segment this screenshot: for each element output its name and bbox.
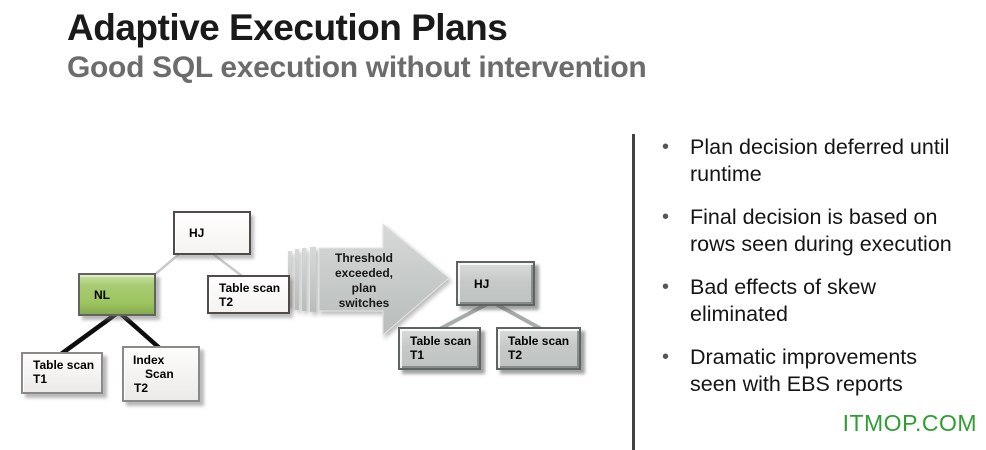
bullet-item: • Bad effects of skew eliminated (662, 274, 974, 327)
slide-subtitle: Good SQL execution without intervention (67, 51, 647, 84)
bullet-text: Bad effects of skew eliminated (690, 275, 877, 326)
bullet-item: • Final decision is based on rows seen d… (662, 204, 974, 257)
plan-node-indexscan-t2: Index Scan T2 (122, 346, 200, 402)
arrow-label-line: plan (351, 281, 377, 295)
bullet-text: Plan decision deferred until runtime (690, 135, 950, 186)
arrow-tail-stripe (288, 251, 292, 308)
bullet-item: • Plan decision deferred until runtime (662, 134, 974, 187)
arrow-body (318, 222, 450, 337)
bullet-text: Final decision is based on rows seen dur… (690, 205, 952, 256)
connector-nl-to-indexscan-t2 (119, 312, 166, 354)
node-label-line: T2 (508, 348, 523, 362)
plan-node-hj-before: HJ (173, 211, 251, 255)
plan-node-tablescan-t2-after: Table scan T2 (496, 327, 581, 370)
connector-nl-to-tablescan-t1 (55, 312, 118, 359)
bullet-marker: • (662, 346, 670, 368)
connector-hj2-to-tablescan-t2 (493, 301, 546, 333)
plan-node-hj-after: HJ (456, 261, 535, 306)
watermark-itmop: ITMOP.COM (842, 410, 977, 436)
bullet-text: Dramatic improvements seen with EBS repo… (690, 345, 917, 396)
arrow-label-line: exceeded, (334, 266, 394, 280)
node-label-line: Scan (145, 367, 174, 381)
plan-node-tablescan-t2-before: Table scan T2 (207, 275, 290, 314)
plan-node-tablescan-t1-after: Table scan T1 (398, 327, 481, 370)
node-label-line: Table scan (508, 334, 570, 348)
node-label-line: Table scan (410, 334, 472, 348)
arrow-tail-stripe (310, 247, 316, 312)
bullet-list: • Plan decision deferred until runtime •… (662, 134, 974, 414)
node-label-line: T2 (134, 381, 149, 395)
transition-arrow-shape (288, 222, 450, 337)
vertical-divider (632, 134, 635, 450)
arrow-tail-stripe (302, 248, 307, 311)
node-label-line: Table scan (219, 281, 281, 295)
node-label-line: Index (133, 353, 165, 367)
bullet-marker: • (662, 276, 670, 298)
bullet-marker: • (662, 136, 670, 158)
plan-node-nl: NL (78, 273, 156, 316)
node-label: HJ (474, 276, 490, 291)
node-label-line: T2 (219, 295, 234, 309)
connector-hj-to-tablescan-t2 (212, 253, 247, 280)
node-label-line: Table scan (33, 358, 95, 372)
bullet-marker: • (662, 206, 670, 228)
node-label-line: T1 (410, 348, 425, 362)
node-label: NL (94, 287, 110, 302)
connector-hj-to-nl (151, 253, 180, 278)
connector-hj2-to-tablescan-t1 (435, 301, 490, 333)
node-label-line: T1 (33, 372, 48, 386)
arrow-label-line: switches (338, 296, 390, 310)
plan-node-tablescan-t1-before: Table scan T1 (21, 352, 103, 394)
bullet-item: • Dramatic improvements seen with EBS re… (662, 344, 974, 397)
transition-arrow-label: Threshold exceeded, plan switches (312, 251, 416, 311)
slide-title: Adaptive Execution Plans (67, 7, 508, 48)
arrow-tail-stripe (295, 249, 299, 310)
node-label: HJ (189, 226, 205, 240)
arrow-label-line: Threshold (334, 251, 393, 265)
